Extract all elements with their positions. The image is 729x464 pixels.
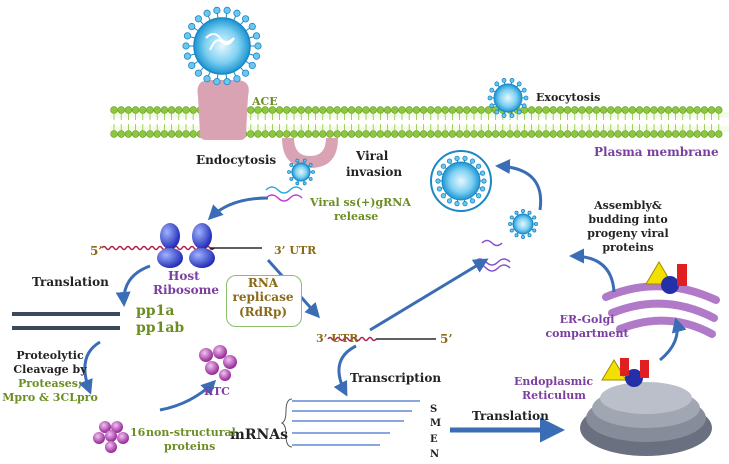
rna-replicase-label-3: (RdRp) — [238, 305, 288, 319]
proteases-label: Proteases; — [17, 377, 83, 390]
endoplasmic-reticulum-icon — [580, 358, 712, 456]
host-ribosome-label-1: Host — [168, 269, 200, 283]
rna-replicase-label-2: replicase — [232, 290, 294, 304]
mrna-lines — [280, 398, 420, 448]
endocytosis-label: Endocytosis — [196, 153, 277, 167]
nsp-count-label: 16 — [130, 426, 146, 439]
virus-exocytosis — [487, 78, 529, 118]
nsp-cluster — [93, 421, 129, 453]
host-ribosome-label-2: Ribosome — [153, 283, 220, 297]
gene-s-label: S — [430, 404, 438, 415]
gene-e-label: E — [430, 434, 438, 445]
endoplasmic-label-2: Reticulum — [522, 389, 586, 402]
mrnas-label: mRNAs — [230, 427, 288, 443]
rna-replicase-box — [226, 275, 302, 327]
assembly-label-2: budding into — [588, 213, 668, 226]
proteolytic-label-1: Proteolytic — [16, 349, 84, 362]
gene-n-label: N — [430, 449, 440, 460]
er-golgi-label-2: compartment — [545, 327, 629, 340]
viral-invasion-label-2: invasion — [346, 165, 403, 179]
exocytosis-label: Exocytosis — [536, 91, 601, 104]
plasma-membrane-label: Plasma membrane — [594, 145, 719, 159]
pp1ab-label: pp1ab — [136, 320, 185, 336]
virus-vesicle — [430, 150, 492, 212]
viral-release-label-2: release — [334, 210, 379, 223]
rtc-cluster — [199, 345, 237, 381]
translation-left-label: Translation — [32, 275, 109, 289]
er-golgi-label-1: ER-Golgi — [559, 313, 615, 326]
viral-release-label-1: Viral ss(+)gRNA — [310, 196, 411, 209]
five-prime-top-label: 5’ — [90, 244, 103, 258]
assembly-label-3: progeny viral — [587, 227, 669, 240]
nsp-label-2: proteins — [164, 440, 216, 453]
er-golgi-icon — [602, 261, 720, 338]
ace-receptor — [197, 80, 249, 140]
three-prime-mid-label: 3’ UTR — [316, 332, 359, 345]
assembly-label-1: Assembly& — [594, 199, 662, 212]
transcription-label: Transcription — [350, 371, 442, 385]
virus-large — [182, 6, 262, 86]
genomic-rna-mid — [327, 336, 436, 342]
virus-assembly-small — [507, 208, 539, 239]
assembly-label-4: proteins — [602, 241, 654, 254]
nsp-label-1: non-structural — [146, 426, 236, 439]
gene-m-label: M — [430, 418, 442, 429]
host-ribosome-icon — [157, 223, 215, 268]
three-prime-top-label: 3’ UTR — [274, 244, 317, 257]
genomic-rna-top — [101, 245, 262, 251]
flow-arrows — [78, 159, 687, 412]
virus-release — [265, 158, 315, 202]
ace-label: ACE — [252, 95, 278, 108]
viral-invasion-label-1: Viral — [356, 149, 389, 163]
rtc-label: RTC — [204, 385, 230, 398]
endoplasmic-label-1: Endoplasmic — [514, 375, 594, 388]
rna-replicase-label-1: RNA — [247, 276, 279, 290]
pp1a-bar — [12, 312, 120, 316]
pp1a-label: pp1a — [136, 303, 175, 319]
mpro-label: Mpro & 3CLpro — [2, 391, 98, 404]
pp1ab-bar — [12, 326, 120, 330]
translation-right-label: Translation — [472, 409, 549, 423]
five-prime-mid-label: 5’ — [440, 332, 453, 346]
rna-fragments-right — [473, 239, 511, 272]
proteolytic-label-2: Cleavage by — [13, 363, 87, 376]
